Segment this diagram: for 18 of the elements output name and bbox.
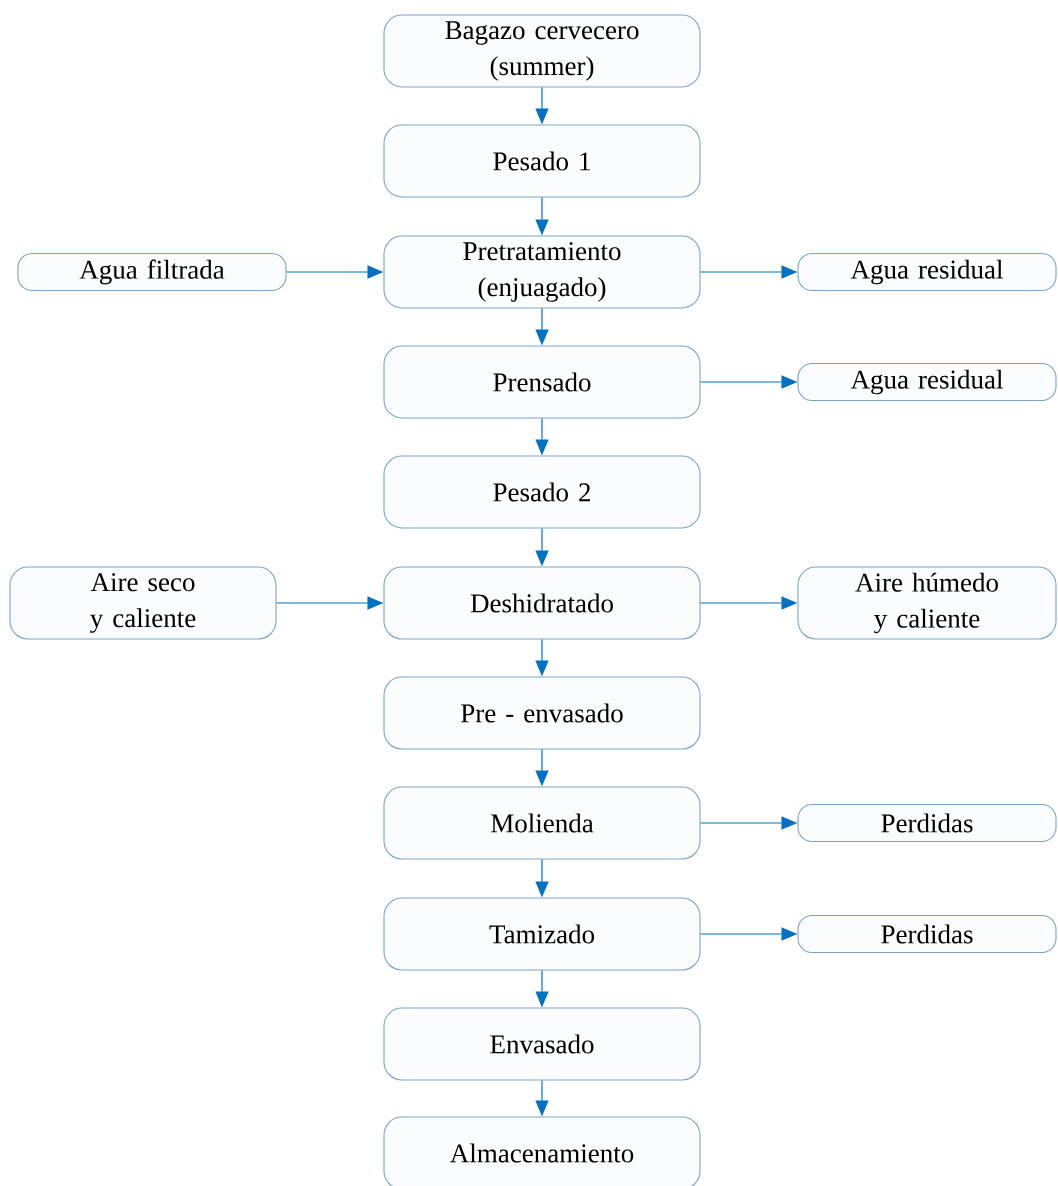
output-box: Agua residual — [797, 252, 1057, 292]
process-box: Molienda — [383, 786, 701, 860]
output-box: Perdidas — [797, 803, 1057, 843]
process-box: Bagazo cervecero (summer) — [383, 14, 701, 88]
process-box: Pesado 2 — [383, 455, 701, 529]
process-box: Pretratamiento (enjuagado) — [383, 235, 701, 309]
process-box: Prensado — [383, 345, 701, 419]
process-box: Tamizado — [383, 897, 701, 971]
process-box: Almacenamiento — [383, 1116, 701, 1186]
process-box: Pre - envasado — [383, 676, 701, 750]
input-box: Agua filtrada — [17, 252, 287, 292]
input-box: Aire seco y caliente — [9, 566, 277, 640]
process-box: Pesado 1 — [383, 124, 701, 198]
output-box: Agua residual — [797, 362, 1057, 402]
process-box: Deshidratado — [383, 566, 701, 640]
output-box: Aire húmedo y caliente — [797, 566, 1057, 640]
process-box: Envasado — [383, 1007, 701, 1081]
output-box: Perdidas — [797, 914, 1057, 954]
